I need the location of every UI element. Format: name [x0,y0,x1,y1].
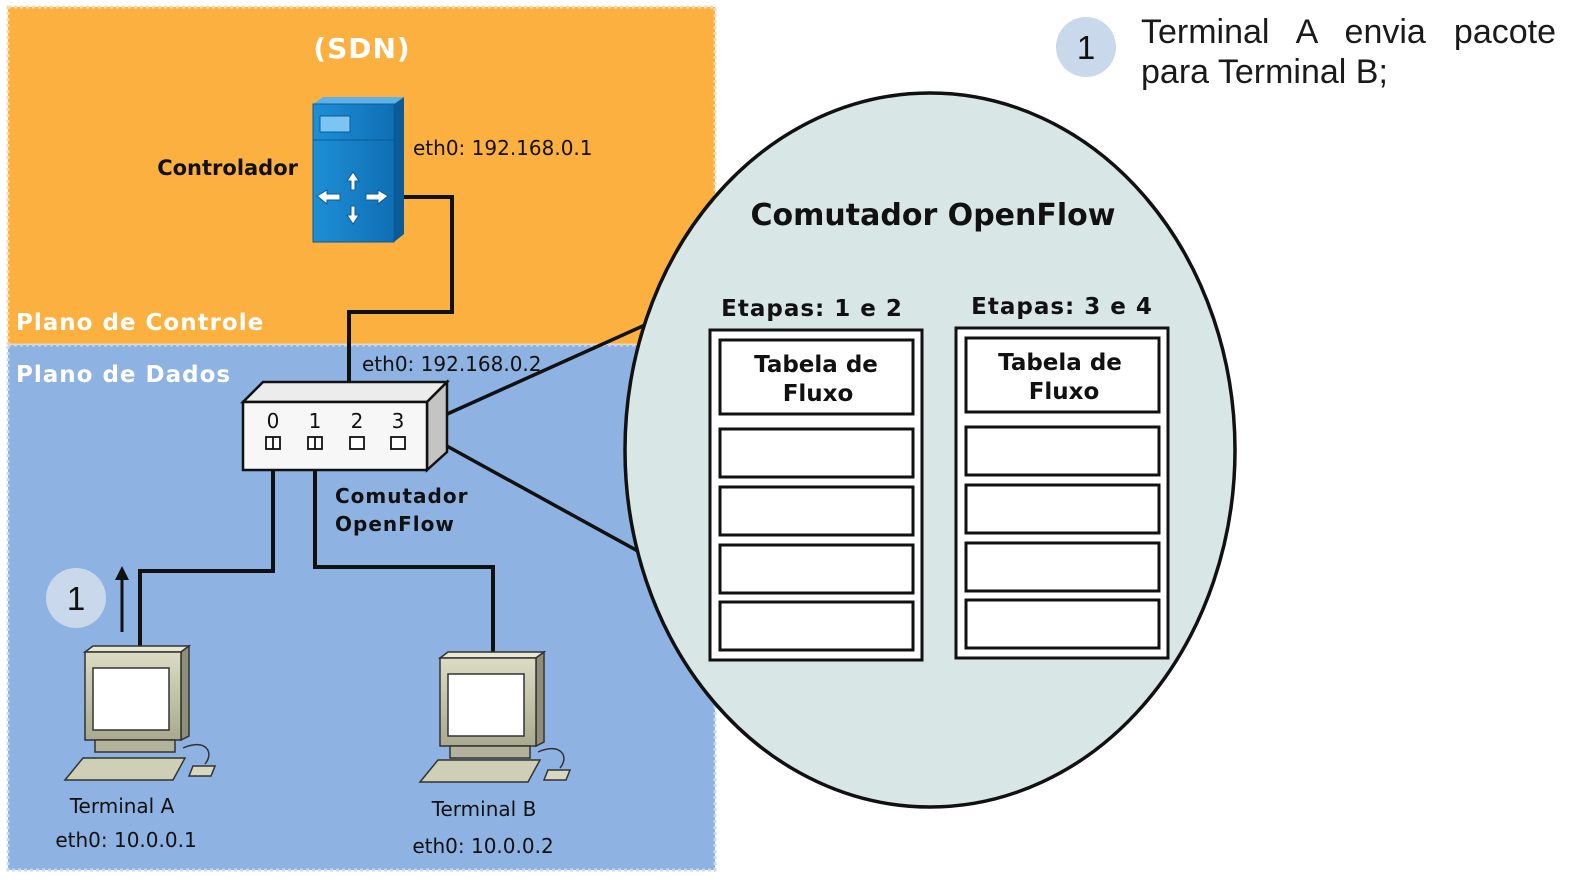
stage-1-flow-entry [718,427,915,479]
terminal-a-link [138,445,275,652]
stage-1-table-line1: Tabela de [754,352,878,378]
stage-2-flow-entry [964,541,1161,593]
controller-address: eth0: 192.168.0.1 [413,136,593,160]
step-marker: 1 [46,568,106,628]
stage-1-table-line2: Fluxo [783,381,854,407]
stage-2-flow-entry [964,598,1161,650]
legend-marker-circle [1056,17,1116,77]
port-2 [349,436,365,450]
controller-server [312,97,404,243]
switch-label-line1: Comutador [335,484,468,508]
stage-1-flow-entry [718,485,915,537]
terminal-a-computer [63,644,217,781]
control-plane-label: Plano de Controle [16,310,264,336]
openflow-switch-detail: Comutador OpenFlow Etapas: 1 e 2 Tabela … [623,91,1237,809]
sdn-title: (SDN) [313,32,410,65]
stage-1-flow-table-header [718,338,915,416]
data-plane-label: Plano de Dados [16,362,231,388]
switch-front [241,400,429,472]
data-plane-border [6,343,717,872]
terminal-a-address: eth0: 10.0.0.1 [55,828,196,852]
switch-address: eth0: 192.168.0.2 [362,352,542,376]
server-drive [319,115,351,133]
port-3 [390,436,406,450]
stage-1-flow-entry [718,543,915,595]
server-top [313,97,404,104]
port-label: 3 [392,409,405,433]
switch-label-line2: OpenFlow [335,512,455,536]
switch-top [239,380,451,404]
step-marker-number: 1 [67,580,85,617]
legend-step-description: Terminal A envia pacote para Terminal B; [1141,13,1556,91]
legend-marker-number: 1 [1077,29,1095,66]
zoom-line-bottom [444,443,646,557]
terminal-b-computer [418,650,572,783]
terminal-b-name: Terminal B [431,797,537,821]
terminal-b-link [313,445,495,652]
stage-2-flow-entry [964,425,1161,477]
stage-1-title: Etapas: 1 e 2 [721,296,903,322]
up-arrow-icon [115,566,129,632]
stage-2-flow-entry [964,483,1161,535]
stage-2-table-line1: Tabela de [998,350,1122,376]
terminal-b-address: eth0: 10.0.0.2 [412,834,553,858]
terminal-a-name: Terminal A [69,794,175,818]
controller-label: Controlador [157,156,298,180]
port-label: 2 [351,409,364,433]
stage-1-flow-entry [718,600,915,652]
port-label: 0 [267,409,280,433]
stage-2-table-line2: Fluxo [1029,379,1100,405]
switch-ports: 0 1 2 3 [265,409,406,450]
router-arrows-icon [316,171,389,225]
legend-marker: 1 [1056,17,1116,77]
port-label: 1 [309,409,322,433]
controller-switch-link [347,195,454,385]
stage-2-flow-table-header [964,336,1161,414]
detail-title: Comutador OpenFlow [751,198,1116,233]
server-side [394,97,404,242]
openflow-switch [239,378,451,473]
stage-2-title: Etapas: 3 e 4 [971,294,1153,320]
links [138,195,646,652]
step-marker-circle [46,568,106,628]
zoom-line-top [444,323,646,417]
